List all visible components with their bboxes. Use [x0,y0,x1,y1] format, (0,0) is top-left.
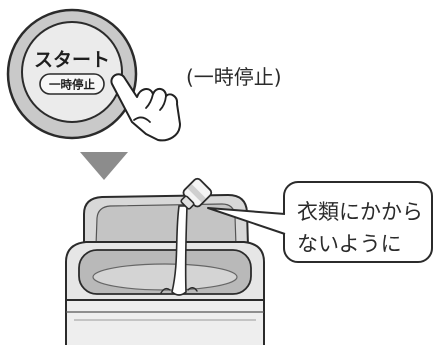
start-pause-button: スタート 一時停止 [6,8,138,140]
stream-splash-left [160,287,171,294]
down-triangle-icon [80,152,128,180]
callout-pointer [207,207,286,235]
bottle-label [187,184,206,203]
callout-line-1: 衣類にかから [297,200,423,224]
stream-splash-right [187,287,198,292]
detergent-stream [160,205,198,296]
hand-finger-crease-2 [159,95,167,111]
button-face [21,21,123,123]
stream-body [171,205,188,296]
hand-finger-crease-1 [145,93,154,109]
caution-callout: 衣類にかから ないように [207,181,433,263]
hand-thumb-line [133,116,151,123]
machine-drum [92,263,238,291]
button-label: スタート [34,49,110,71]
callout-line-2: ないように [297,232,402,256]
pause-note: (一時停止) [186,65,282,89]
button-sub-label-frame [39,73,105,95]
pointing-hand-icon [110,73,181,142]
machine-front [66,300,264,345]
button-sub-label: 一時停止 [49,78,95,92]
detergent-bottle-icon [180,177,213,210]
bottle-neck [180,195,195,210]
